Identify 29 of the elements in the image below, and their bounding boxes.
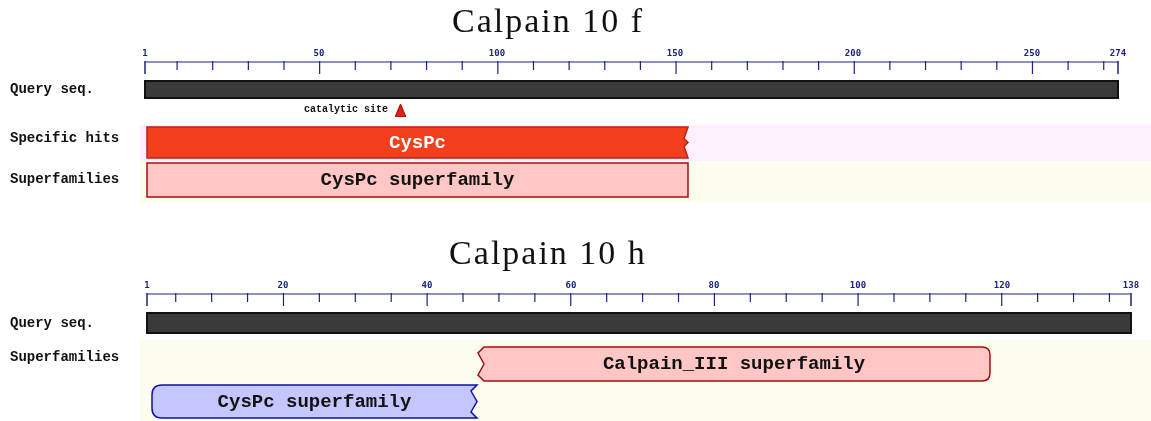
- track-label: Superfamilies: [10, 349, 120, 365]
- tick-label: 120: [993, 280, 1011, 290]
- tick-label: 150: [666, 48, 684, 58]
- panel-title: Calpain 10 h: [449, 234, 647, 272]
- tick-label: 1: [144, 280, 150, 290]
- tick-label: 274: [1109, 48, 1127, 58]
- domain-bar: CysPc superfamily: [147, 163, 688, 197]
- tick-label: 100: [488, 48, 506, 58]
- sequence-bar: [147, 313, 1131, 333]
- tick-label: 1: [142, 48, 148, 58]
- tick-label: 60: [565, 280, 577, 290]
- track-label: Superfamilies: [10, 171, 120, 187]
- tick-label: 138: [1122, 280, 1140, 290]
- track-label: Specific hits: [10, 130, 120, 146]
- tick-label: 50: [313, 48, 325, 58]
- sequence-bar: [145, 81, 1118, 98]
- tick-label: 40: [421, 280, 433, 290]
- track-label: Query seq.: [10, 81, 94, 97]
- site-label: catalytic site: [304, 104, 388, 115]
- tick-label: 250: [1023, 48, 1041, 58]
- tick-label: 20: [277, 280, 289, 290]
- track-label: Query seq.: [10, 315, 94, 331]
- domain-bar: CysPc: [147, 127, 688, 158]
- tick-label: 100: [849, 280, 867, 290]
- panel-title: Calpain 10 f: [451, 2, 645, 40]
- tick-label: 80: [708, 280, 720, 290]
- domain-bar: CysPc superfamily: [152, 385, 477, 418]
- tick-label: 200: [844, 48, 862, 58]
- domain-bar: Calpain_III superfamily: [478, 347, 990, 381]
